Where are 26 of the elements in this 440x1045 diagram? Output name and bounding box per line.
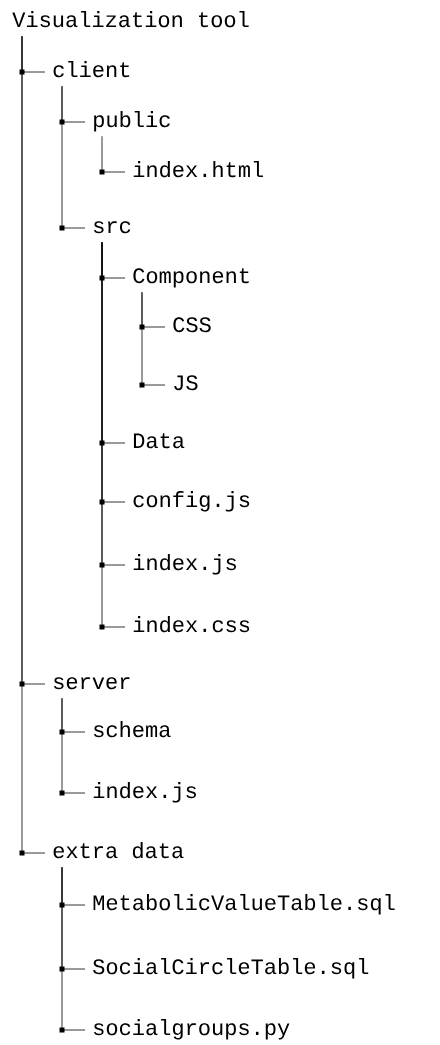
tree-item: index.js bbox=[133, 554, 236, 575]
tree-item: Visualization tool bbox=[12, 11, 249, 28]
tree-connector bbox=[59, 866, 86, 1033]
tree-item: JS bbox=[174, 375, 198, 391]
tree-item: src bbox=[94, 221, 131, 234]
tree-connector bbox=[19, 35, 46, 856]
tree-item: CSS bbox=[173, 317, 211, 333]
tree-item: server bbox=[54, 677, 130, 690]
tree-item: index.js bbox=[93, 782, 196, 803]
tree-item: index.html bbox=[133, 161, 263, 178]
tree-item: config.js bbox=[133, 491, 250, 512]
tree-connector bbox=[99, 241, 126, 630]
tree-item: public bbox=[94, 111, 170, 132]
tree-item: client bbox=[53, 61, 130, 78]
tree-item: socialgroups.py bbox=[94, 1019, 290, 1040]
tree-connector bbox=[99, 135, 126, 175]
tree-item: Data bbox=[133, 433, 185, 449]
tree-connector bbox=[59, 697, 86, 796]
tree-item: index.css bbox=[133, 616, 250, 633]
tree-item: MetabolicValueTable.sql bbox=[93, 894, 395, 915]
tree-item: schema bbox=[94, 721, 171, 738]
tree-connector bbox=[59, 85, 86, 231]
tree-connector bbox=[139, 291, 166, 388]
tree-item: Component bbox=[133, 268, 249, 288]
tree-item: extra data bbox=[53, 842, 184, 859]
tree-item: SocialCircleTable.sql bbox=[93, 958, 369, 979]
